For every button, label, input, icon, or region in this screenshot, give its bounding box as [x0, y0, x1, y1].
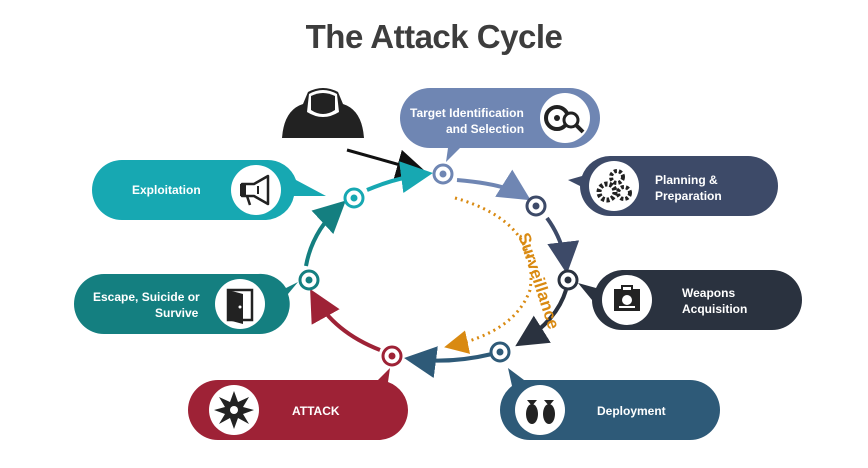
stage-deployment: Deployment	[500, 368, 720, 440]
page-title: The Attack Cycle	[305, 18, 563, 55]
surveillance-arrow	[444, 196, 533, 354]
stage-deployment-label: Deployment	[597, 404, 666, 418]
stage-target-identification: Target Identification and Selection	[400, 88, 600, 162]
stage-weapons-label-2: Acquisition	[682, 302, 747, 316]
gears-icon	[589, 161, 639, 211]
magnifier-target-icon	[540, 93, 590, 143]
stage-planning: Planning & Preparation	[568, 156, 778, 216]
stage-exploitation-label: Exploitation	[132, 183, 201, 197]
stage-planning-label-2: Preparation	[655, 189, 722, 203]
stage-escape-label-2: Survive	[155, 306, 199, 320]
stage-target-label-1: Target Identification	[410, 106, 524, 120]
door-icon	[215, 279, 265, 329]
skull-crate-icon	[602, 275, 652, 325]
surveillance-label: Surveillance	[514, 230, 563, 331]
hacker-arrow	[346, 148, 427, 179]
explosion-icon	[209, 385, 259, 435]
cycle-nodes	[298, 163, 579, 367]
stage-attack-label: ATTACK	[292, 404, 340, 418]
stage-attack: ATTACK	[188, 368, 408, 440]
stage-escape-label-1: Escape, Suicide or	[93, 290, 200, 304]
stage-exploitation: Exploitation	[92, 159, 326, 220]
megaphone-icon	[231, 165, 281, 215]
stage-weapons-label-1: Weapons	[682, 286, 735, 300]
stage-escape: Escape, Suicide or Survive	[74, 273, 298, 335]
hacker-figure-icon	[282, 88, 364, 138]
cycle-arcs	[304, 161, 580, 378]
stage-weapons: Weapons Acquisition	[578, 270, 802, 330]
stage-target-label-2: and Selection	[446, 122, 524, 136]
bombs-icon	[515, 385, 565, 435]
stage-planning-label-1: Planning &	[655, 173, 718, 187]
